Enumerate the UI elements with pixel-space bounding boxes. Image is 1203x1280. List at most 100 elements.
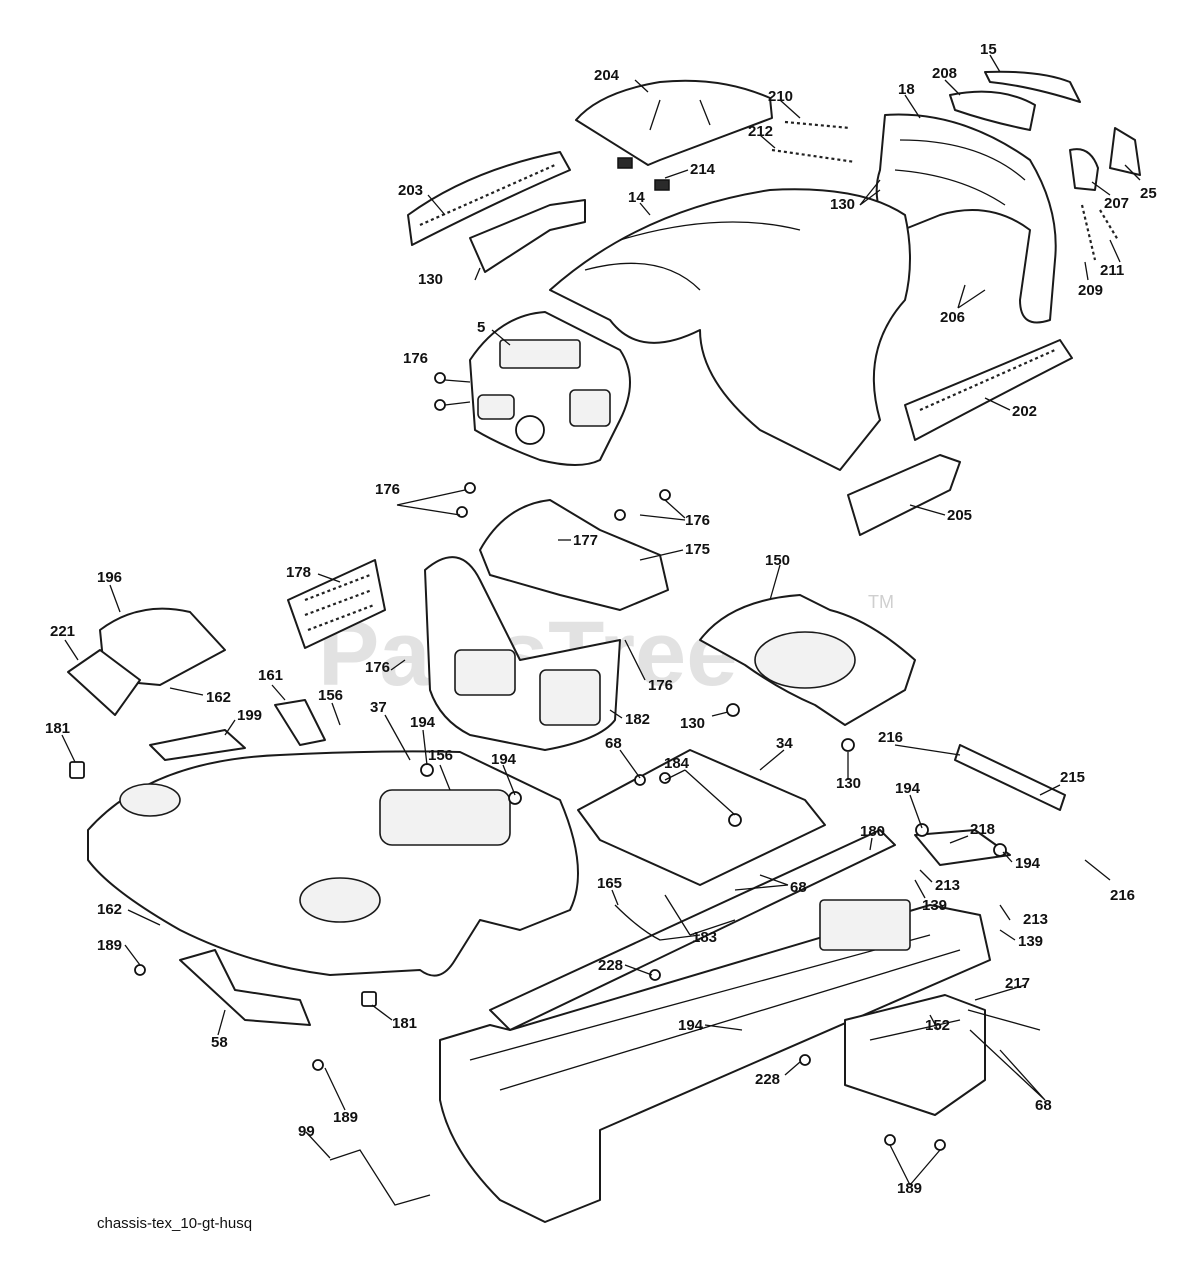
part-165-rod[interactable] <box>614 904 701 941</box>
part-182-dash-frame[interactable] <box>424 556 621 751</box>
callout-5: 5 <box>477 319 485 336</box>
part-206-bracket[interactable] <box>469 199 586 273</box>
callout-215: 215 <box>1060 769 1085 786</box>
callout-130a: 130 <box>830 196 855 213</box>
callout-177: 177 <box>573 532 598 549</box>
part-frame-chassis[interactable] <box>439 899 991 1223</box>
callout-203: 203 <box>398 182 423 199</box>
callout-130d: 130 <box>836 775 861 792</box>
callout-68c: 68 <box>1035 1097 1052 1114</box>
part-212-vent[interactable] <box>771 148 856 164</box>
part-196-seat-pan[interactable] <box>99 607 226 686</box>
callout-152: 152 <box>925 1017 950 1034</box>
part-180-frame-rail[interactable] <box>489 829 896 1031</box>
callout-68a: 68 <box>605 735 622 752</box>
part-25-light[interactable] <box>1109 127 1141 176</box>
part-214-clips[interactable] <box>617 157 670 191</box>
part-204-hood-cap[interactable] <box>575 79 773 166</box>
part-150-fender-pan[interactable] <box>699 594 916 726</box>
callout-194e: 194 <box>678 1017 704 1034</box>
part-161-clip[interactable] <box>274 699 326 746</box>
part-205-lower-panel[interactable] <box>847 454 961 536</box>
callout-34: 34 <box>776 735 793 752</box>
part-176-screws-upper[interactable] <box>396 372 686 521</box>
callout-162a: 162 <box>206 689 231 706</box>
part-218-bracket[interactable] <box>914 829 1011 866</box>
part-58-bracket[interactable] <box>179 949 311 1026</box>
part-14-hood[interactable] <box>549 188 911 471</box>
callout-206: 130 <box>418 271 443 288</box>
callout-176c: 176 <box>685 512 710 529</box>
part-175-dash-support[interactable] <box>479 499 669 611</box>
callout-156b: 156 <box>428 747 453 764</box>
callout-216b: 216 <box>1110 887 1135 904</box>
part-130-bolts[interactable] <box>726 703 855 752</box>
callout-176a: 176 <box>403 350 428 367</box>
part-202-front-grille[interactable] <box>904 339 1073 441</box>
part-217-rod[interactable] <box>967 1009 1041 1031</box>
callout-99: 99 <box>298 1123 315 1140</box>
callout-14: 14 <box>628 189 645 206</box>
callout-182: 182 <box>625 711 650 728</box>
part-215-rod[interactable] <box>954 744 1066 811</box>
callout-130c: 130 <box>680 715 705 732</box>
callout-180: 180 <box>860 823 885 840</box>
part-211-vent[interactable] <box>1099 209 1119 241</box>
callout-58: 58 <box>211 1034 228 1051</box>
callout-204: 204 <box>594 67 620 84</box>
part-228-spacer[interactable] <box>649 969 811 1066</box>
callout-183: 183 <box>692 929 717 946</box>
callout-209: 209 <box>1078 282 1103 299</box>
callout-161: 161 <box>258 667 283 684</box>
callout-217: 217 <box>1005 975 1030 992</box>
callout-228b: 228 <box>755 1071 780 1088</box>
callout-210: 210 <box>768 88 793 105</box>
callout-181a: 181 <box>45 720 70 737</box>
part-15-strip[interactable] <box>984 70 1081 103</box>
part-208-lens[interactable] <box>949 90 1036 131</box>
callout-189c: 189 <box>897 1180 922 1197</box>
part-152-battery-tray[interactable] <box>844 994 986 1116</box>
callout-37: 37 <box>370 699 387 716</box>
callout-199: 199 <box>237 707 262 724</box>
part-210-vent[interactable] <box>784 120 851 130</box>
callout-208: 208 <box>932 65 957 82</box>
diagram-caption: chassis-tex_10-gt-husq <box>97 1215 252 1232</box>
callout-216a: 216 <box>878 729 903 746</box>
callout-150: 150 <box>765 552 790 569</box>
part-207-light[interactable] <box>1069 148 1099 191</box>
callout-68b: 68 <box>790 879 807 896</box>
part-203-side-grille[interactable] <box>407 151 571 246</box>
callout-214: 214 <box>690 161 716 178</box>
callout-156a: 156 <box>318 687 343 704</box>
part-199-bracket[interactable] <box>149 729 246 761</box>
callout-205: 205 <box>947 507 972 524</box>
part-209-vent[interactable] <box>1080 204 1097 261</box>
part-99-rod[interactable] <box>329 1149 431 1206</box>
callout-176e: 176 <box>648 677 673 694</box>
part-189-bolts[interactable] <box>134 964 946 1151</box>
callout-18: 18 <box>898 81 915 98</box>
part-178-side-grille[interactable] <box>287 559 386 649</box>
callout-165: 165 <box>597 875 622 892</box>
callout-181b: 181 <box>392 1015 417 1032</box>
callout-labels: 204 210 212 214 15 208 18 25 207 211 209… <box>45 41 1157 1197</box>
callout-196: 196 <box>97 569 122 586</box>
callout-194c: 194 <box>895 780 921 797</box>
callout-202: 202 <box>1012 403 1037 420</box>
callout-175: 175 <box>685 541 710 558</box>
leader-lines <box>61 54 1141 1186</box>
callout-213b: 213 <box>1023 911 1048 928</box>
callout-194a: 194 <box>410 714 436 731</box>
callout-176b: 176 <box>375 481 400 498</box>
callout-184: 184 <box>664 755 690 772</box>
part-34-mounting-plate[interactable] <box>577 749 826 886</box>
callout-218: 218 <box>970 821 995 838</box>
callout-178: 178 <box>286 564 311 581</box>
part-181-nut[interactable] <box>69 761 377 1007</box>
part-221-panel[interactable] <box>67 649 141 716</box>
part-5-dash-panel[interactable] <box>469 311 631 466</box>
callout-228a: 228 <box>598 957 623 974</box>
part-37-fender[interactable] <box>87 750 579 977</box>
